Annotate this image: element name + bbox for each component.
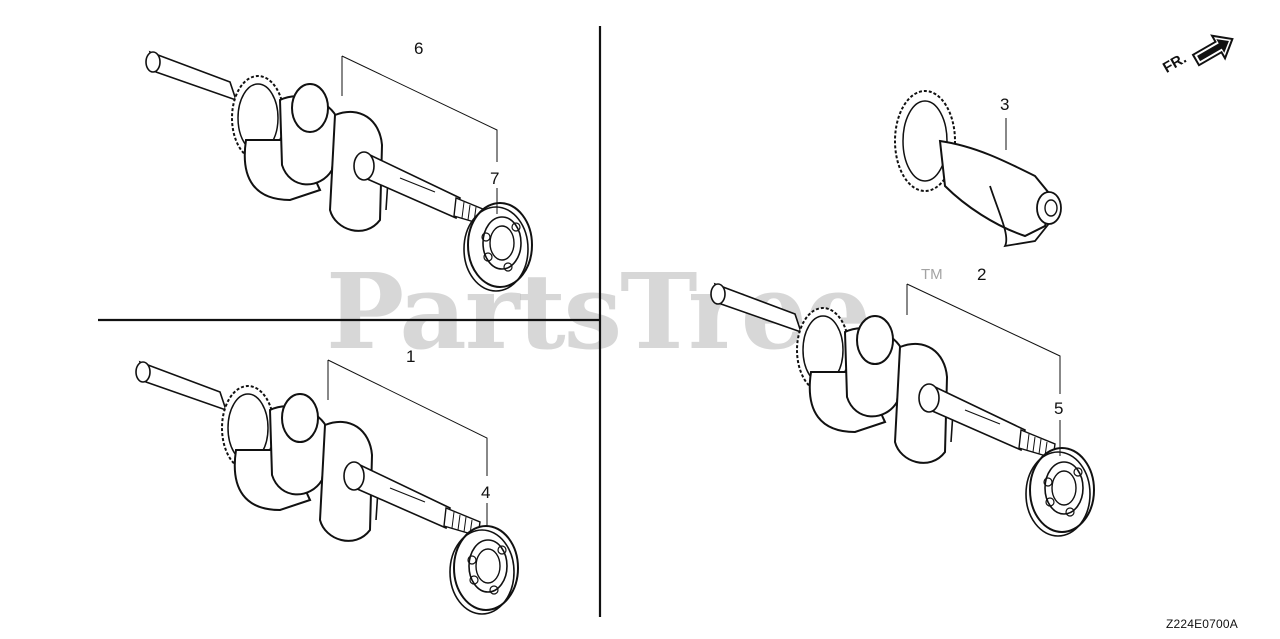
callout-5: 5 (1054, 399, 1064, 418)
drawing-code: Z224E0700A (1165, 617, 1238, 631)
callout-2: 2 (977, 265, 987, 284)
callout-6: 6 (414, 39, 424, 58)
bearing-bottom-right (1025, 447, 1095, 537)
bearing-bottom-left (449, 525, 519, 615)
crankshaft-assembly-top-left (145, 51, 491, 232)
crankshaft-assembly-bottom-left (135, 361, 481, 542)
callout-1: 1 (406, 347, 416, 366)
front-direction-arrow (1191, 34, 1234, 67)
watermark-trademark: TM (921, 266, 943, 283)
callout-4: 4 (481, 483, 491, 502)
balancer-shaft (894, 90, 1062, 248)
crankshaft-assembly-bottom-right (710, 283, 1056, 464)
callout-7: 7 (490, 169, 500, 188)
callout-3: 3 (1000, 95, 1010, 114)
